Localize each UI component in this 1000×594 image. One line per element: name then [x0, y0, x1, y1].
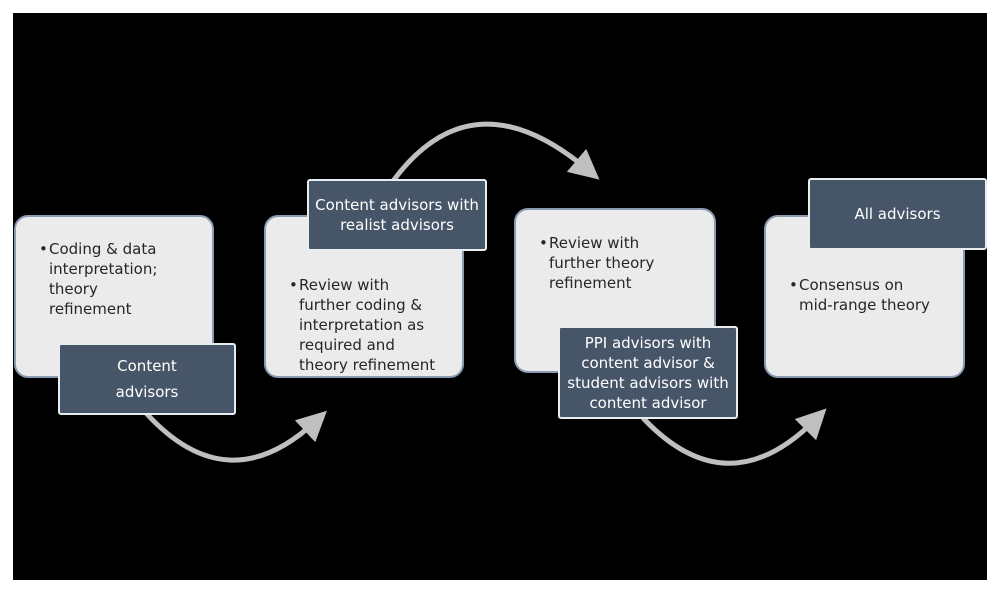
arrow-step2-to-step3: [390, 121, 600, 183]
step-1-advisors-label: Content advisors: [58, 343, 236, 415]
diagram-canvas: Coding & data interpretation; theory ref…: [13, 13, 987, 580]
step-4-advisors-label: All advisors: [808, 178, 987, 250]
step-3-detail: Review with further theory refinement: [539, 233, 714, 293]
arrow-step3-to-step4: [641, 408, 827, 466]
arrow-step1-to-step2: [144, 410, 327, 463]
step-4-detail: Consensus on mid-range theory: [789, 275, 964, 315]
step-2-detail: Review with further coding & interpretat…: [289, 275, 469, 375]
flow-arrows: [144, 121, 827, 466]
step-2-advisors-label: Content advisors with realist advisors: [307, 179, 487, 251]
step-3-advisors-label: PPI advisors with content advisor & stud…: [558, 326, 738, 419]
step-1-detail: Coding & data interpretation; theory ref…: [39, 239, 214, 319]
